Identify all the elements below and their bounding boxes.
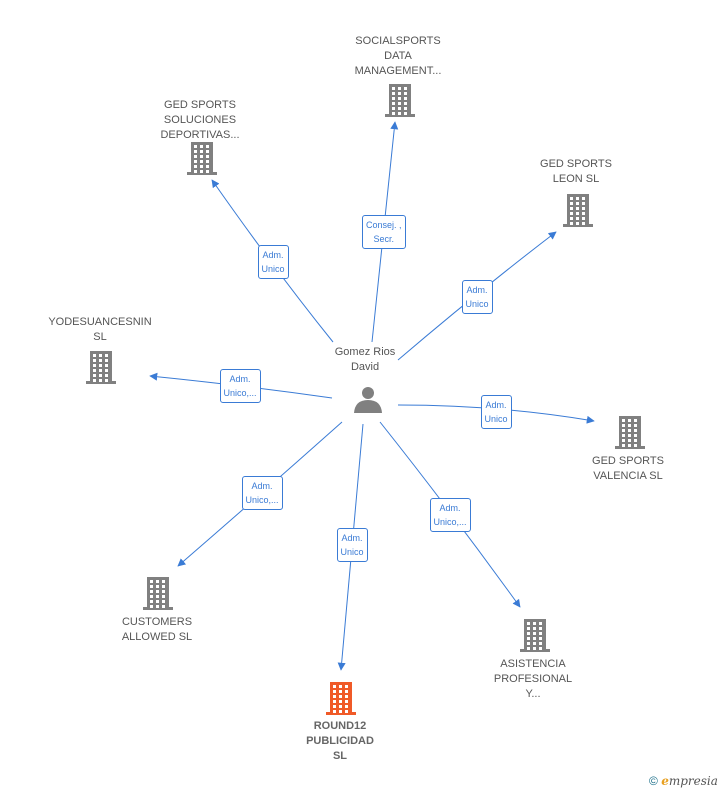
company-label-ged-soluciones[interactable]: GED SPORTS SOLUCIONES DEPORTIVAS... (130, 98, 270, 143)
edge-label-ged-valencia-line: Unico (484, 414, 508, 424)
company-label-ged-soluciones-line: DEPORTIVAS... (160, 129, 240, 141)
company-label-asistencia-line: Y... (525, 688, 541, 700)
edge-label-ged-leon-line: Adm. (466, 285, 488, 295)
company-label-socialsports[interactable]: SOCIALSPORTS DATA MANAGEMENT... (328, 34, 468, 79)
edge-label-ged-valencia-line: Adm. (485, 400, 507, 410)
company-label-yodesuancesnin[interactable]: YODESUANCESNIN SL (30, 315, 170, 345)
company-label-asistencia-line: ASISTENCIA (500, 658, 566, 670)
edge-label-customers-line: Adm. (251, 481, 273, 491)
edge-label-socialsports-line: Consej. , (366, 220, 402, 230)
building-icon-asistencia[interactable] (520, 619, 550, 652)
building-icon-yodesuancesnin[interactable] (86, 351, 116, 384)
edge-label-ged-leon-line: Unico (465, 299, 489, 309)
company-label-yodesuancesnin-line: SL (93, 331, 107, 343)
company-label-customers-line: ALLOWED SL (121, 631, 193, 643)
copyright-symbol: © (649, 774, 658, 788)
edge-label-asistencia-line: Unico,... (433, 517, 467, 527)
company-label-round12-line: PUBLICIDAD (306, 735, 374, 747)
edge-label-ged-valencia[interactable]: Adm. Unico (480, 395, 512, 429)
building-icon-socialsports[interactable] (385, 84, 415, 117)
person-icon[interactable] (354, 387, 382, 413)
company-label-ged-leon[interactable]: GED SPORTS LEON SL (506, 157, 646, 187)
company-label-ged-valencia-line: GED SPORTS (592, 455, 664, 467)
edge-label-round12[interactable]: Adm. Unico (336, 528, 368, 562)
edge-label-customers[interactable]: Adm. Unico,... (241, 476, 283, 510)
company-label-socialsports-line: SOCIALSPORTS (355, 35, 441, 47)
company-label-ged-leon-line: GED SPORTS (540, 158, 612, 170)
company-label-customers-line: CUSTOMERS (121, 616, 193, 628)
edge-label-yodesuancesnin[interactable]: Adm. Unico,... (219, 369, 261, 403)
edge-label-asistencia-line: Adm. (439, 503, 461, 513)
company-label-ged-valencia-line: VALENCIA SL (593, 470, 663, 482)
person-name-label-line: David (350, 361, 380, 373)
brand-logo: empresia (661, 774, 718, 788)
edge-label-yodesuancesnin-line: Unico,... (223, 388, 257, 398)
company-label-yodesuancesnin-line: YODESUANCESNIN (48, 316, 152, 328)
building-icon-customers[interactable] (143, 577, 173, 610)
edge-label-socialsports[interactable]: Consej. , Secr. (362, 215, 406, 249)
footer-brand: © empresia (649, 774, 718, 788)
company-label-round12-line: SL (332, 750, 348, 762)
building-icon-ged-soluciones[interactable] (187, 142, 217, 175)
company-label-round12-line: ROUND12 (313, 720, 367, 732)
edge-label-socialsports-line: Secr. (373, 234, 395, 244)
person-name-label-line: Gomez Rios (334, 346, 396, 358)
edge-label-ged-leon[interactable]: Adm. Unico (461, 280, 493, 314)
company-label-asistencia-line: PROFESIONAL (493, 673, 573, 685)
edge-label-customers-line: Unico,... (245, 495, 279, 505)
edge-label-asistencia[interactable]: Adm. Unico,... (429, 498, 471, 532)
company-label-customers[interactable]: CUSTOMERS ALLOWED SL (87, 615, 227, 645)
company-label-ged-soluciones-line: GED SPORTS (164, 99, 236, 111)
company-label-ged-leon-line: LEON SL (552, 173, 600, 185)
edge-label-ged-soluciones-line: Adm. (262, 250, 284, 260)
building-icon-ged-leon[interactable] (563, 194, 593, 227)
edge-label-round12-line: Unico (340, 547, 364, 557)
company-label-socialsports-line: MANAGEMENT... (354, 65, 442, 77)
building-icon-ged-valencia[interactable] (615, 416, 645, 449)
edge-label-round12-line: Adm. (341, 533, 363, 543)
building-icon-round12[interactable] (326, 682, 356, 715)
company-label-asistencia[interactable]: ASISTENCIA PROFESIONAL Y... (463, 657, 603, 702)
edge-label-yodesuancesnin-line: Adm. (229, 374, 251, 384)
company-label-ged-valencia[interactable]: GED SPORTS VALENCIA SL (558, 454, 698, 484)
company-label-socialsports-line: DATA (384, 50, 412, 62)
company-label-ged-soluciones-line: SOLUCIONES (163, 114, 237, 126)
edge-label-ged-soluciones[interactable]: Adm. Unico (257, 245, 289, 279)
edge-label-ged-soluciones-line: Unico (261, 264, 285, 274)
